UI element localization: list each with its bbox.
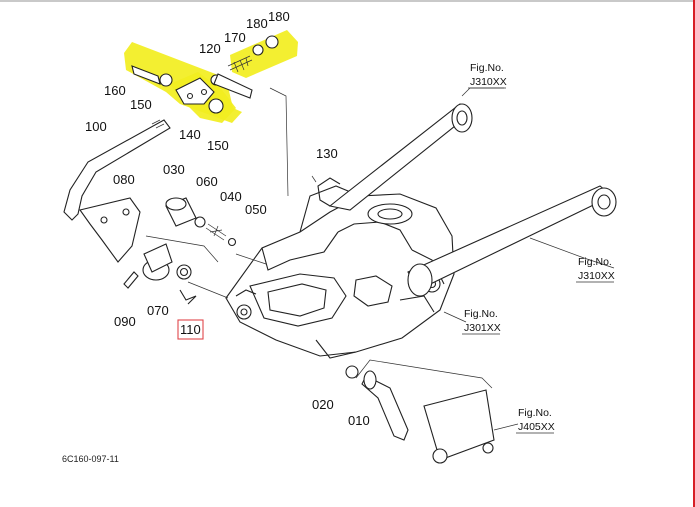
top-border bbox=[0, 0, 695, 2]
part-label-010: 010 bbox=[348, 413, 370, 428]
callout-box-110 bbox=[177, 319, 204, 340]
part-label-040: 040 bbox=[220, 189, 242, 204]
part-label-080: 080 bbox=[113, 172, 135, 187]
fig-ref-3-code: J301XX bbox=[464, 322, 501, 334]
diagram-code: 6C160-097-11 bbox=[62, 454, 119, 464]
figure-references: Fig.No. J310XX Fig.No. J310XX Fig.No. J3… bbox=[462, 62, 615, 434]
lift-arm bbox=[407, 185, 617, 297]
fig-ref-4-title: Fig.No. bbox=[518, 407, 552, 419]
rod-100 bbox=[63, 119, 171, 221]
part-label-020: 020 bbox=[312, 397, 334, 412]
part-label-180a: 180 bbox=[246, 16, 268, 31]
part-labels: 180 180 170 120 160 150 140 150 100 130 … bbox=[85, 9, 370, 428]
rocker-parts bbox=[345, 365, 495, 464]
part-label-140: 140 bbox=[179, 127, 201, 142]
part-label-070: 070 bbox=[147, 303, 169, 318]
part-label-150a: 150 bbox=[130, 97, 152, 112]
fig-ref-4-code: J405XX bbox=[518, 421, 555, 433]
small-parts bbox=[123, 264, 197, 305]
part-label-110: 110 bbox=[180, 322, 201, 337]
fig-ref-2-code: J310XX bbox=[578, 270, 615, 282]
part-label-150b: 150 bbox=[207, 138, 229, 153]
part-label-130: 130 bbox=[316, 146, 338, 161]
part-label-160: 160 bbox=[104, 83, 126, 98]
part-label-180b: 180 bbox=[268, 9, 290, 24]
valve-parts bbox=[165, 197, 237, 247]
fig-ref-1-title: Fig.No. bbox=[470, 62, 504, 74]
part-label-060: 060 bbox=[196, 174, 218, 189]
part-label-100: 100 bbox=[85, 119, 107, 134]
fig-ref-2-title: Fig.No. bbox=[578, 256, 612, 268]
part-label-030: 030 bbox=[163, 162, 185, 177]
part-label-090: 090 bbox=[114, 314, 136, 329]
highlight-band-right bbox=[230, 30, 298, 78]
part-label-170: 170 bbox=[224, 30, 246, 45]
part-label-050: 050 bbox=[245, 202, 267, 217]
right-border bbox=[693, 0, 695, 507]
fig-ref-3-title: Fig.No. bbox=[464, 308, 498, 320]
bracket-080 bbox=[79, 197, 173, 281]
cross-shaft bbox=[317, 103, 473, 211]
linkage-parts bbox=[131, 35, 279, 114]
fig-ref-1-code: J310XX bbox=[470, 76, 507, 88]
part-label-120: 120 bbox=[199, 41, 221, 56]
